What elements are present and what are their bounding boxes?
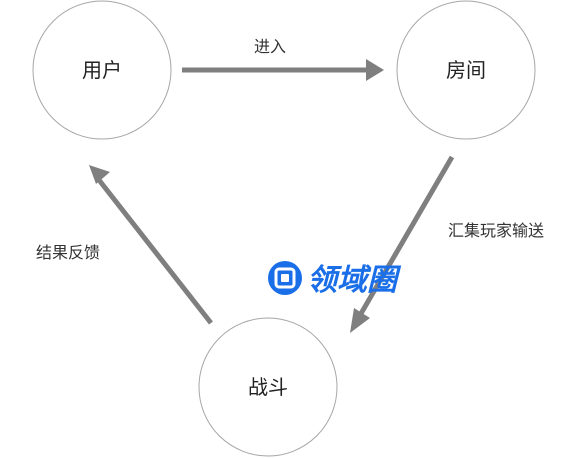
watermark: 领域圈 <box>268 261 402 298</box>
node-user-circle <box>32 0 172 140</box>
edge-feedback-arrowhead <box>89 165 110 184</box>
node-user: 用户 <box>32 0 172 140</box>
node-room: 房间 <box>396 0 536 140</box>
edge-gather-arrowhead <box>350 308 370 333</box>
node-battle: 战斗 <box>198 317 338 457</box>
node-battle-circle <box>198 317 338 457</box>
edge-gather-line <box>356 155 455 319</box>
edge-enter: 进入 <box>182 37 384 81</box>
node-battle-label: 战斗 <box>248 375 288 399</box>
watermark-text: 领域圈 <box>307 263 402 298</box>
edge-feedback-label: 结果反馈 <box>36 243 100 262</box>
node-user-label: 用户 <box>82 58 122 82</box>
edge-gather: 汇集玩家输送 <box>350 155 544 333</box>
edge-feedback-line <box>97 178 213 325</box>
node-room-label: 房间 <box>446 58 486 82</box>
edge-feedback: 结果反馈 <box>36 165 213 325</box>
edge-gather-label: 汇集玩家输送 <box>448 221 544 240</box>
edge-enter-label: 进入 <box>254 37 286 56</box>
node-room-circle <box>396 0 536 140</box>
edge-enter-arrowhead <box>366 59 384 81</box>
watermark-logo-icon <box>268 261 302 295</box>
